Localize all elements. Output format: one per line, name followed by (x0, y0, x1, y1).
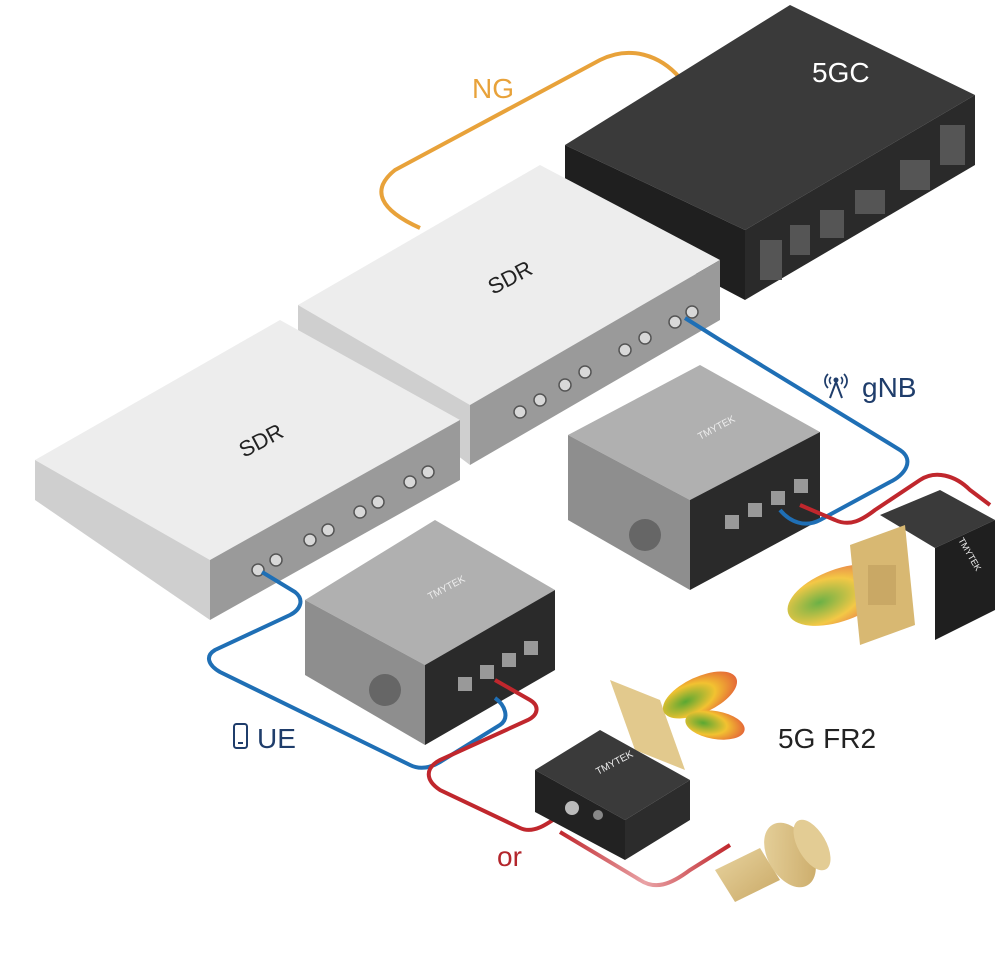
phone-icon (233, 723, 248, 749)
antenna-icon (824, 373, 848, 399)
gnb-converter (568, 365, 820, 590)
fr2-label: 5G FR2 (778, 723, 876, 754)
gnb-blue-cable (683, 316, 910, 526)
ng-cable (379, 50, 682, 230)
ue-red-cable (426, 678, 572, 832)
sdr-bottom (35, 320, 460, 620)
fr2-converter (535, 730, 690, 860)
gnb-antenna-head (787, 490, 995, 645)
ue-label: UE (257, 723, 296, 754)
gnb-label: gNB (862, 372, 916, 403)
core-server (565, 5, 975, 300)
gnb-red-cable (799, 472, 992, 525)
ue-blue-cable (207, 570, 508, 770)
core-label: 5GC (812, 57, 870, 88)
ng-label: NG (472, 73, 514, 104)
horn-antenna (715, 819, 831, 902)
ue-antenna-panel (610, 671, 745, 770)
horn-red-cable (558, 830, 732, 888)
ue-converter (305, 520, 555, 745)
or-label: or (497, 841, 522, 872)
